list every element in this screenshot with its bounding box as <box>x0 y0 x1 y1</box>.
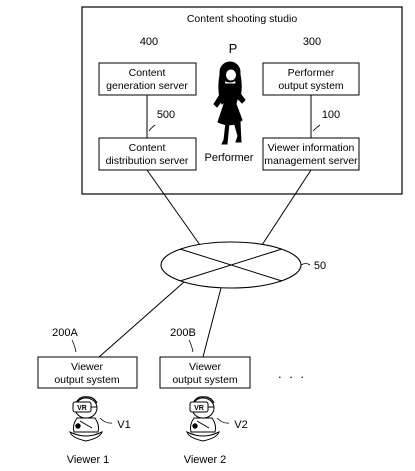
link-network-200a <box>98 281 185 358</box>
viewer-1-headset-label: VR <box>77 405 87 412</box>
ref-400: 400 <box>140 36 158 48</box>
viewer-output-system-a-label-2: output system <box>54 374 120 386</box>
link-100-network <box>261 169 312 246</box>
ref-200b: 200B <box>170 327 196 339</box>
leader-50 <box>300 263 311 266</box>
performer-caption: Performer <box>205 152 254 164</box>
network-cloud <box>160 241 302 289</box>
leader-500 <box>148 124 156 132</box>
ref-v2: V2 <box>234 419 247 431</box>
ref-50: 50 <box>314 260 326 272</box>
viewer-output-system-b-label-1: Viewer <box>189 361 221 373</box>
content-generation-server-label-2: generation server <box>106 80 188 92</box>
leader-100 <box>312 124 321 132</box>
performer-output-system-label-1: Performer <box>288 67 335 79</box>
performer-output-system-box <box>262 62 360 96</box>
viewer-info-management-server-label-2: management server <box>264 155 358 167</box>
viewer-2-headset-label: VR <box>194 405 204 412</box>
content-distribution-server-label-1: Content <box>129 142 166 154</box>
viewer-output-system-a-label-1: Viewer <box>71 361 103 373</box>
viewer-2-figure-icon <box>186 396 220 442</box>
studio-title: Content shooting studio <box>187 13 297 25</box>
performer-ref-p: P <box>229 41 238 56</box>
viewer-output-system-a-box <box>37 356 138 389</box>
link-network-200b <box>202 287 222 358</box>
leader-v2 <box>216 417 230 424</box>
content-generation-server-label-1: Content <box>129 67 166 79</box>
ref-200a: 200A <box>52 327 78 339</box>
viewer-info-management-server-label-1: Viewer information <box>268 142 355 154</box>
viewer-info-management-server-box <box>262 137 360 171</box>
leader-200a <box>71 339 77 353</box>
viewer-output-system-b-label-2: output system <box>172 374 238 386</box>
leader-200b <box>188 339 194 353</box>
viewer-1-figure-icon <box>69 396 103 442</box>
ref-100: 100 <box>322 109 340 121</box>
performer-output-system-label-2: output system <box>278 80 344 92</box>
studio-frame <box>81 6 403 195</box>
viewer-output-system-b-box <box>159 356 251 389</box>
ref-500: 500 <box>157 109 175 121</box>
ref-300: 300 <box>303 36 321 48</box>
viewer-1-caption: Viewer 1 <box>67 454 110 466</box>
link-500-network <box>146 169 201 246</box>
content-distribution-server-box <box>98 137 197 171</box>
viewer-2-caption: Viewer 2 <box>184 454 227 466</box>
content-distribution-server-label-2: distribution server <box>106 155 189 167</box>
performer-silhouette-icon <box>213 61 246 145</box>
more-viewers-ellipsis: . . . <box>278 366 306 381</box>
ref-v1: V1 <box>117 419 130 431</box>
leader-v1 <box>99 417 113 424</box>
